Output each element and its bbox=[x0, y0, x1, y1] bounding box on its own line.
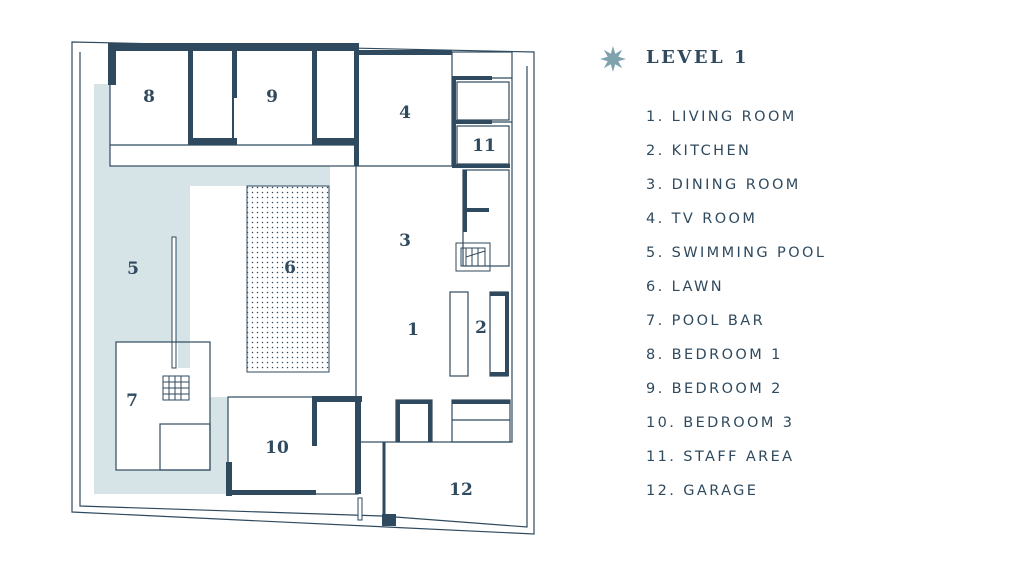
lawn bbox=[246, 185, 330, 373]
room-label-3: 3 bbox=[399, 231, 411, 251]
pool-divider bbox=[171, 236, 177, 369]
swimming-pool bbox=[94, 84, 330, 494]
main-house bbox=[355, 51, 513, 443]
legend-item-garage: 12. GARAGE bbox=[646, 483, 759, 499]
room-label-10: 10 bbox=[265, 438, 289, 458]
room-label-7: 7 bbox=[126, 391, 138, 411]
legend-list: 1. LIVING ROOM 2. KITCHEN 3. DINING ROOM… bbox=[646, 108, 826, 516]
legend-item-kitchen: 2. KITCHEN bbox=[646, 143, 752, 159]
legend-item-bedroom-1: 8. BEDROOM 1 bbox=[646, 347, 783, 363]
star-icon bbox=[600, 46, 626, 72]
legend-item-tv-room: 4. TV ROOM bbox=[646, 211, 758, 227]
legend: LEVEL 1 1. LIVING ROOM 2. KITCHEN 3. DIN… bbox=[600, 44, 1000, 499]
pool-bar-steps bbox=[162, 375, 190, 401]
garage-block bbox=[382, 442, 396, 526]
legend-item-living-room: 1. LIVING ROOM bbox=[646, 109, 797, 125]
legend-header: LEVEL 1 bbox=[600, 44, 1000, 74]
room-label-11: 11 bbox=[472, 136, 496, 156]
legend-item-bedroom-2: 9. BEDROOM 2 bbox=[646, 381, 783, 397]
room-label-5: 5 bbox=[127, 259, 139, 279]
room-label-4: 4 bbox=[399, 103, 411, 123]
room-label-2: 2 bbox=[475, 318, 487, 338]
legend-title: LEVEL 1 bbox=[646, 47, 750, 68]
legend-item-dining-room: 3. DINING ROOM bbox=[646, 177, 801, 193]
legend-item-swimming-pool: 5. SWIMMING POOL bbox=[646, 245, 827, 261]
legend-item-lawn: 6. LAWN bbox=[646, 279, 724, 295]
room-label-12: 12 bbox=[449, 480, 473, 500]
room-label-6: 6 bbox=[284, 258, 296, 278]
room-label-9: 9 bbox=[266, 87, 278, 107]
site-boundary bbox=[71, 41, 535, 535]
room-label-8: 8 bbox=[143, 87, 155, 107]
staircase bbox=[455, 242, 491, 272]
room-label-1: 1 bbox=[407, 320, 419, 340]
main-house-walls bbox=[356, 50, 510, 442]
room-labels: 1 2 3 4 5 6 7 8 9 10 11 12 bbox=[126, 87, 496, 500]
legend-item-bedroom-3: 10. BEDROOM 3 bbox=[646, 415, 795, 431]
legend-item-pool-bar: 7. POOL BAR bbox=[646, 313, 766, 329]
pool-bar bbox=[115, 341, 211, 471]
bedroom-3-block bbox=[226, 396, 363, 521]
legend-item-staff-area: 11. STAFF AREA bbox=[646, 449, 795, 465]
